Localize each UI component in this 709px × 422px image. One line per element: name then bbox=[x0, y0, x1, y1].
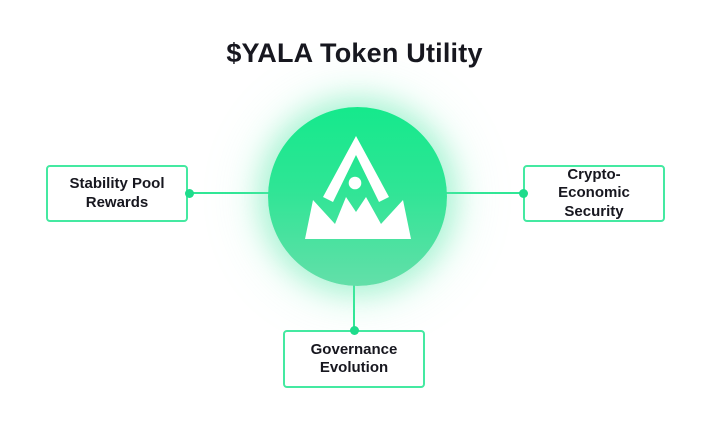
central-token-badge bbox=[268, 107, 447, 286]
connector-line-bottom bbox=[353, 282, 355, 330]
connector-dot-bottom bbox=[349, 325, 359, 335]
node-label: Governance Evolution bbox=[310, 340, 398, 376]
connector-dot-left bbox=[184, 188, 194, 198]
connector-line-left bbox=[188, 192, 270, 194]
node-governance-evolution: Governance Evolution bbox=[283, 330, 425, 388]
node-stability-pool-rewards: Stability Pool Rewards bbox=[46, 165, 188, 222]
node-crypto-economic-security: Crypto-Economic Security bbox=[523, 165, 665, 222]
node-label: Stability Pool Rewards bbox=[69, 175, 165, 211]
node-label: Crypto-Economic Security bbox=[558, 166, 630, 220]
connector-dot-right bbox=[518, 188, 528, 198]
connector-line-right bbox=[445, 192, 523, 194]
yala-mountain-logo-icon bbox=[304, 135, 411, 239]
page-title: $YALA Token Utility bbox=[226, 38, 483, 68]
